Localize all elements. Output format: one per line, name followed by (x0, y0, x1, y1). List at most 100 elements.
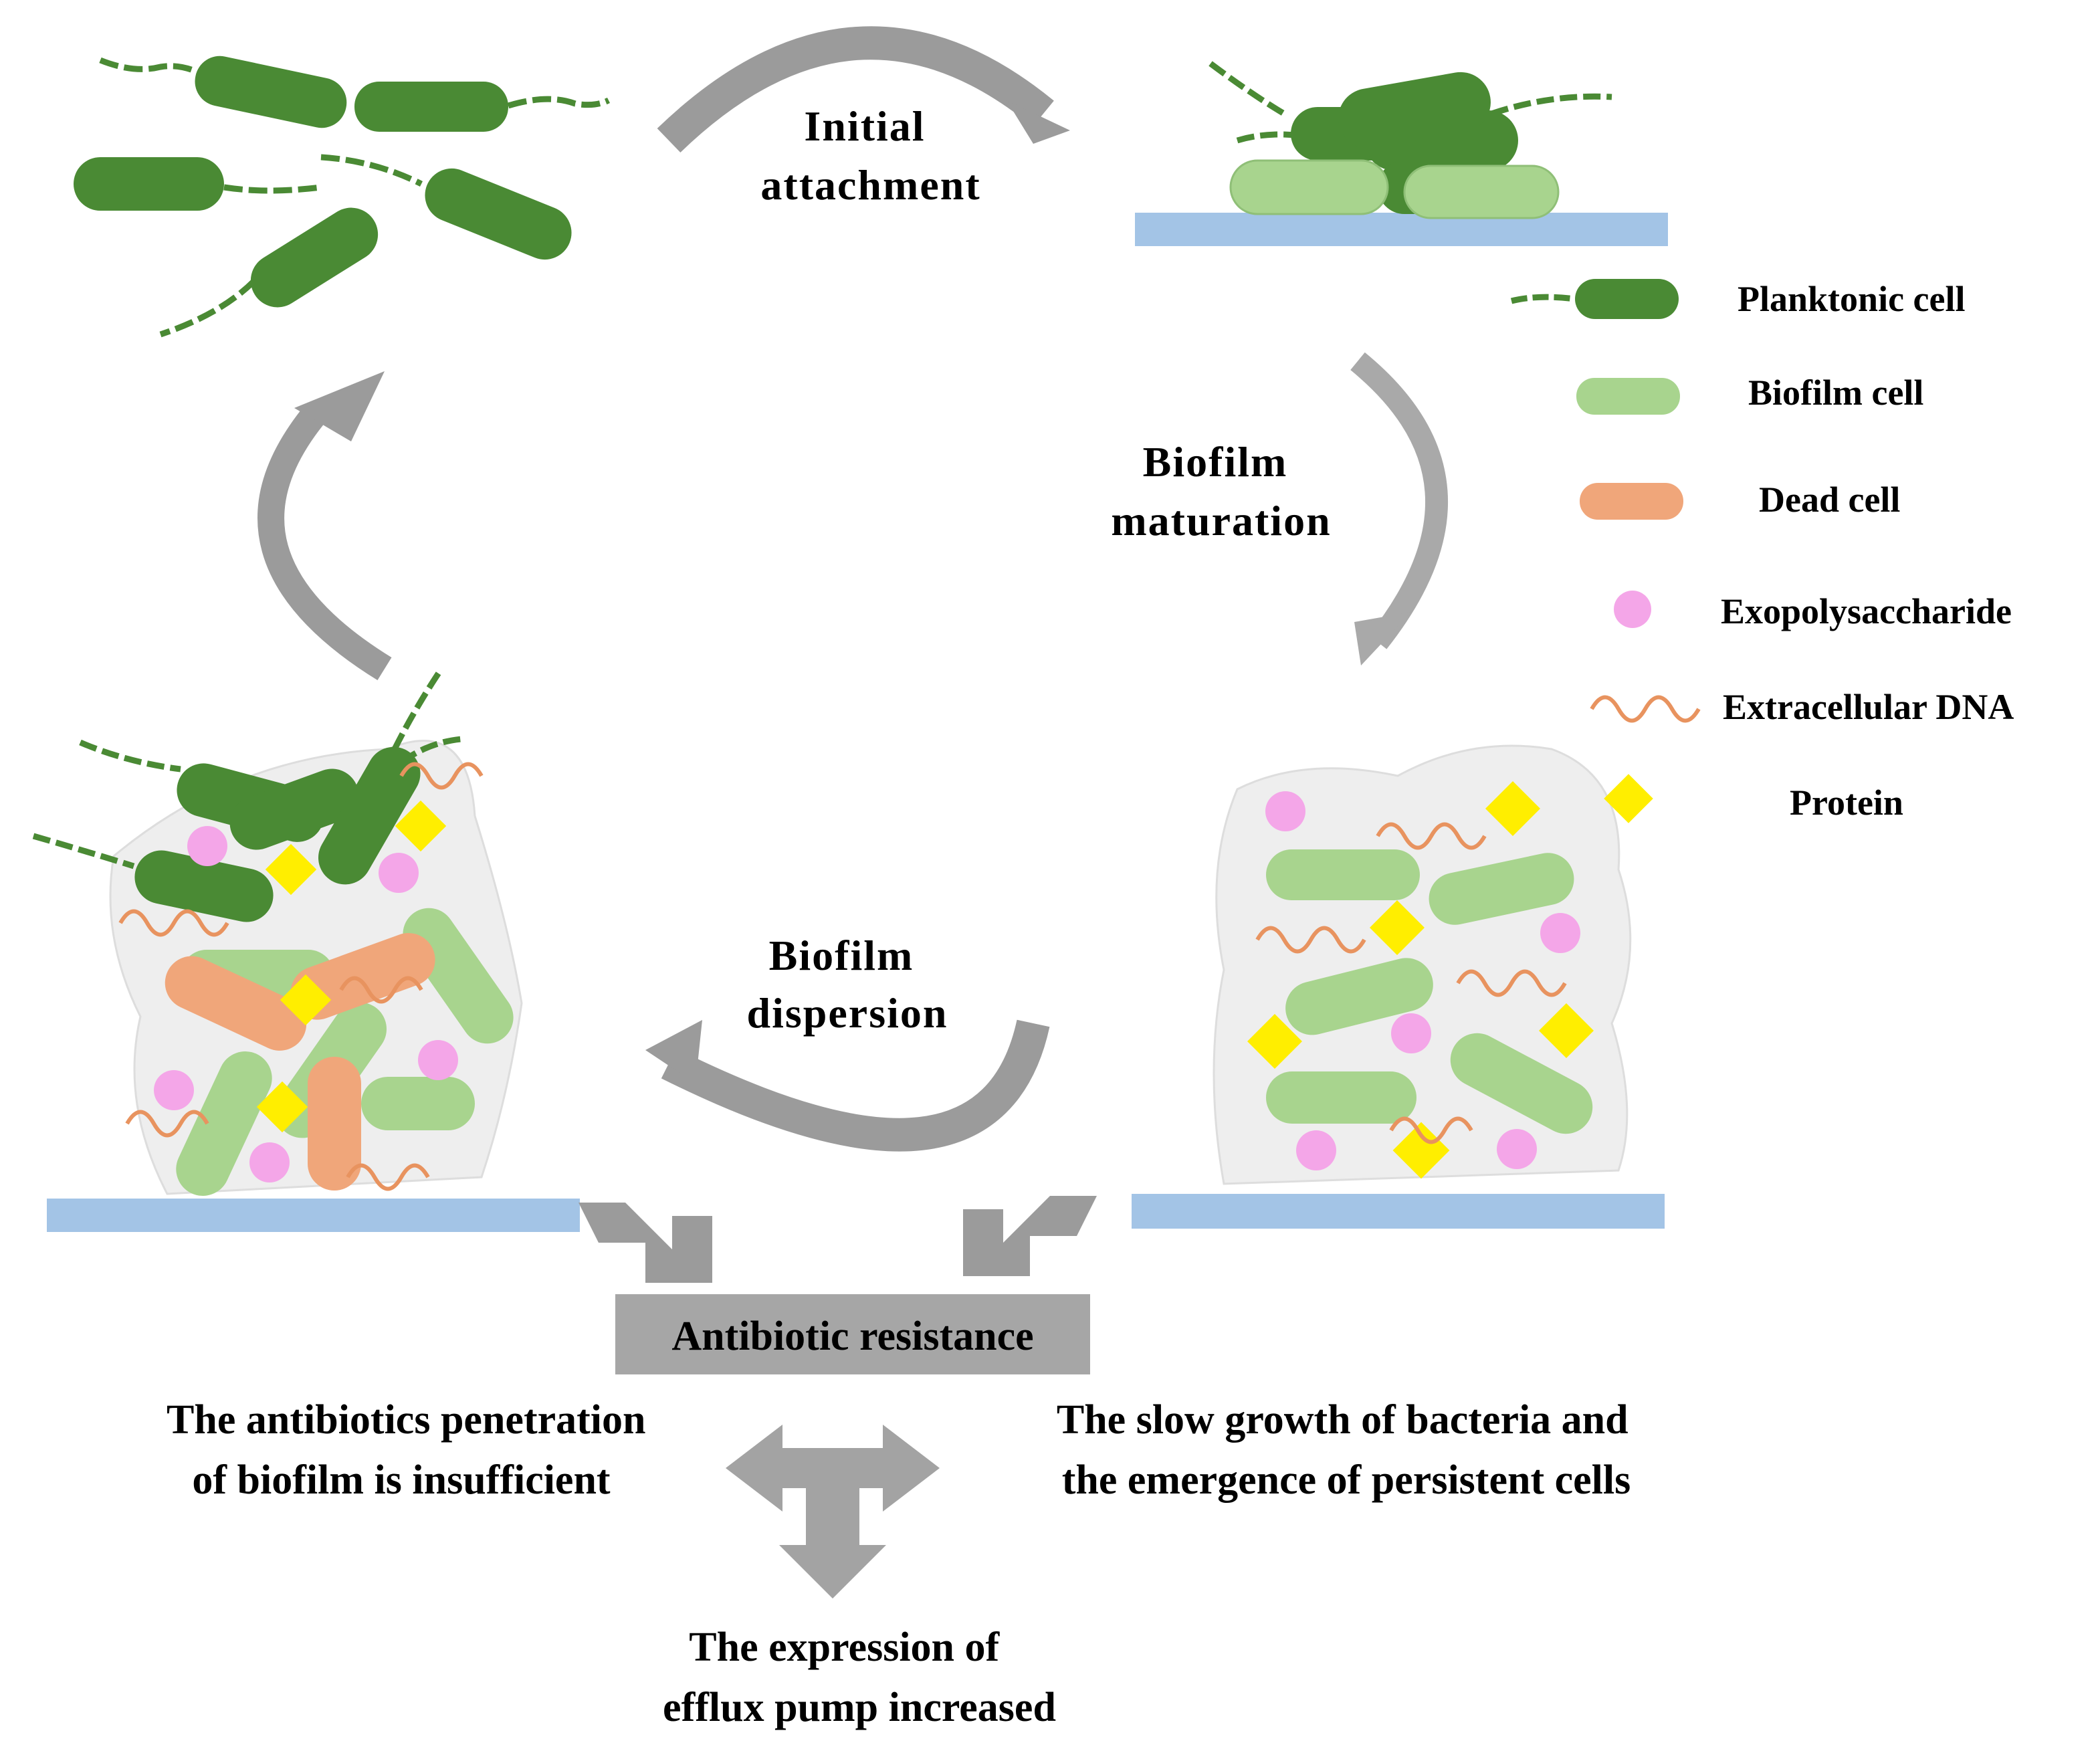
stage-label-line: Biofilm (1143, 438, 1288, 486)
flagellum (1209, 61, 1286, 116)
biofilm-cell (1429, 853, 1574, 925)
flagellum (1490, 93, 1612, 117)
triple-arrow (726, 1425, 940, 1599)
biofilm-cell (1266, 1071, 1416, 1124)
planktonic-cell (425, 168, 572, 260)
exopolysaccharide (1265, 791, 1305, 831)
legend-planktonic-label: Planktonic cell (1738, 279, 1965, 319)
legend-planktonic-flagellum (1510, 294, 1576, 304)
stage-label-biofilm-dispersion: Biofilm dispersion (747, 932, 948, 1037)
stage-label-line: dispersion (747, 989, 948, 1037)
mature-biofilm-group (1132, 744, 1665, 1229)
protein (1538, 1003, 1594, 1059)
stage-label-line: maturation (1111, 497, 1331, 544)
attached-cells-group (1135, 61, 1668, 246)
protein (1247, 1013, 1303, 1069)
edna (399, 762, 484, 790)
flagellum (320, 154, 423, 187)
legend-planktonic-swatch (1575, 279, 1679, 319)
flagellum (159, 278, 257, 338)
biofilm-cell (361, 1077, 475, 1130)
legend-protein-label: Protein (1790, 783, 1903, 823)
planktonic-cell (1338, 72, 1491, 149)
dead-cell (165, 956, 307, 1051)
legend-biofilm-label: Biofilm cell (1748, 373, 1923, 413)
legend-dead-label: Dead cell (1759, 480, 1900, 520)
arrow-into-resistance-right (963, 1196, 1097, 1276)
planktonic-cell (250, 207, 379, 308)
exopolysaccharide (1391, 1013, 1431, 1053)
edna (1389, 1116, 1473, 1144)
flagellum (32, 833, 135, 869)
edna (125, 1110, 209, 1138)
edna (1376, 822, 1487, 850)
resistance-reason-line: of biofilm is insufficient (192, 1457, 611, 1503)
resistance-reason-bottom: The expression of efflux pump increased (663, 1625, 1056, 1730)
flagellum (99, 57, 203, 77)
biofilm-cell (176, 1051, 272, 1196)
flagellum (391, 667, 444, 751)
protein (1485, 781, 1541, 837)
exopolysaccharide (187, 826, 227, 866)
biofilm-cell (1266, 849, 1420, 900)
planktonic-cell (195, 56, 347, 128)
surface (1132, 1194, 1665, 1229)
planktonic-cell (134, 850, 274, 922)
planktonic-cell (318, 746, 421, 885)
stage-label-line: attachment (760, 161, 980, 209)
biofilm-cell (1403, 165, 1560, 219)
exopolysaccharide (379, 853, 419, 893)
planktonic-cells-group (74, 56, 611, 338)
planktonic-cell (229, 768, 359, 850)
flagellum (399, 736, 462, 765)
cycle-arrow-right (1350, 352, 1449, 665)
exopolysaccharide (418, 1040, 458, 1080)
dispersing-biofilm-group (32, 667, 580, 1232)
legend-edna-swatch (1590, 695, 1701, 723)
edna (339, 976, 423, 1004)
dead-cell (308, 1057, 361, 1191)
exopolysaccharide (154, 1070, 194, 1110)
biofilm-cell (1450, 1033, 1593, 1134)
exopolysaccharide (1497, 1129, 1537, 1169)
antibiotic-resistance-title: Antibiotic resistance (671, 1314, 1033, 1359)
resistance-reason-right: The slow growth of bacteria and the emer… (1057, 1397, 1639, 1503)
stage-label-initial-attachment: Initial attachment (760, 102, 980, 209)
flagellum (79, 739, 181, 772)
flagellum (223, 184, 322, 194)
legend-protein-swatch (1604, 774, 1653, 823)
biofilm-cell (403, 908, 514, 1044)
resistance-reason-line: the emergence of persistent cells (1062, 1457, 1631, 1503)
antibiotic-resistance-box (615, 1294, 1090, 1374)
legend-exopolysaccharide-label: Exopolysaccharide (1721, 591, 2012, 631)
planktonic-cell (74, 157, 224, 211)
legend-dead-swatch (1580, 483, 1683, 520)
protein (1392, 1122, 1450, 1179)
stage-label-line: Initial (804, 102, 925, 150)
resistance-reason-line: The slow growth of bacteria and (1057, 1397, 1629, 1443)
biofilm-cell (1229, 159, 1389, 215)
edna (1255, 926, 1366, 954)
cycle-arrow-left (257, 371, 392, 681)
resistance-reason-line: The expression of (689, 1625, 1000, 1670)
exopolysaccharide (1296, 1130, 1336, 1170)
resistance-reason-line: efflux pump increased (663, 1685, 1056, 1730)
edna (346, 1163, 430, 1191)
flagellum (507, 96, 611, 109)
legend-edna-label: Extracellular DNA (1723, 687, 2014, 727)
biofilm-cell (1285, 958, 1433, 1035)
stage-label-line: Biofilm (769, 932, 914, 979)
cycle-arrow-top (657, 26, 1070, 153)
exopolysaccharide (249, 1142, 290, 1182)
arrow-into-resistance-left (579, 1203, 712, 1283)
surface (47, 1199, 580, 1232)
resistance-reason-left: The antibiotics penetration of biofilm i… (167, 1397, 656, 1503)
surface (1135, 213, 1668, 246)
cycle-arrow-bottom (645, 1019, 1050, 1152)
protein (395, 800, 447, 852)
flagellum (1236, 131, 1311, 144)
legend-exopolysaccharide-swatch (1614, 591, 1651, 628)
edna (118, 909, 229, 937)
exopolysaccharide (1540, 913, 1580, 953)
